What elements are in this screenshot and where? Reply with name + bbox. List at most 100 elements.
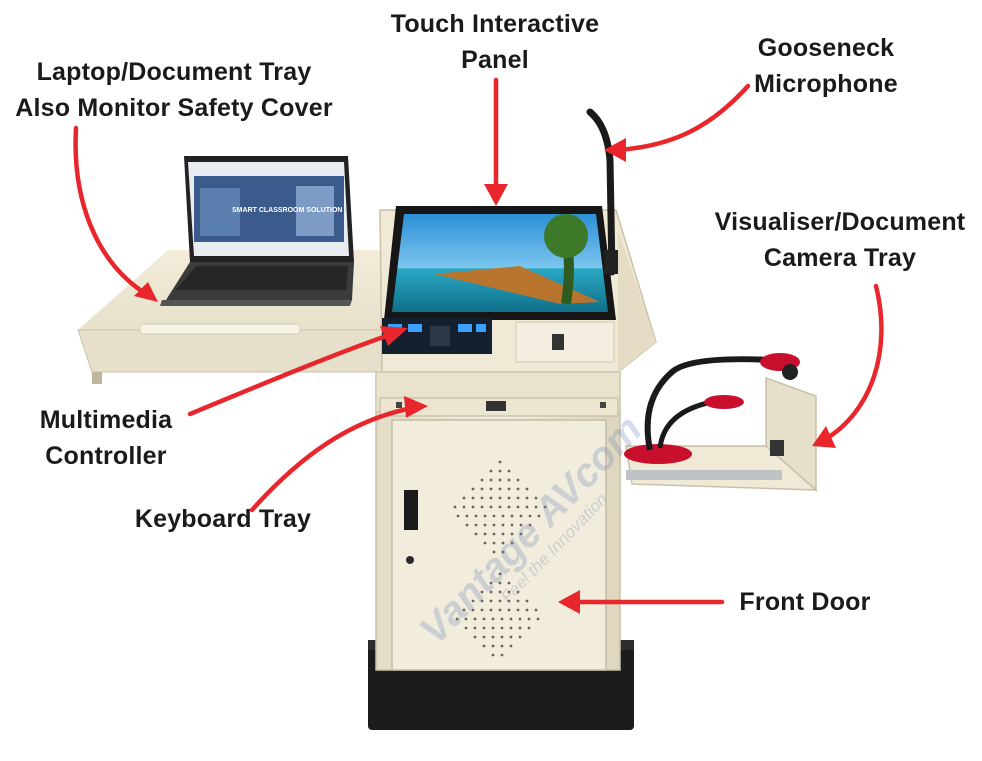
- vent-dot: [527, 626, 531, 630]
- callout-touch-panel: Touch Interactive Panel: [382, 6, 608, 78]
- multimedia-controller[interactable]: [382, 318, 492, 354]
- vent-dot: [456, 514, 460, 518]
- vent-dot: [518, 617, 522, 621]
- vent-dot: [471, 599, 475, 603]
- vent-dot: [489, 469, 493, 473]
- vent-dot: [519, 532, 523, 536]
- callout-front-door: Front Door: [730, 584, 880, 620]
- vent-dot: [498, 478, 502, 482]
- vent-dot: [462, 496, 466, 500]
- vent-dot: [528, 523, 532, 527]
- vent-dot: [498, 469, 502, 473]
- vent-dot: [483, 514, 487, 518]
- vent-dot: [516, 487, 520, 491]
- callout-keyboard-tray: Keyboard Tray: [128, 501, 318, 537]
- vent-dot: [498, 572, 502, 576]
- vent-dot: [489, 496, 493, 500]
- vent-dot: [465, 523, 469, 527]
- vent-dot: [489, 581, 493, 585]
- vent-dot: [534, 496, 538, 500]
- vent-dot: [498, 505, 502, 509]
- vent-dot: [519, 514, 523, 518]
- callout-laptop-tray-line-2: Also Monitor Safety Cover: [15, 94, 333, 122]
- vent-dot: [483, 532, 487, 536]
- laptop-screen-headline: SMART CLASSROOM SOLUTION: [232, 207, 342, 214]
- vent-dot: [489, 505, 493, 509]
- vent-dot: [516, 496, 520, 500]
- vent-dot: [518, 626, 522, 630]
- vent-dot: [525, 487, 529, 491]
- callout-gooseneck-line-1: Gooseneck: [757, 34, 895, 62]
- vent-dot: [525, 505, 529, 509]
- visualiser-tray[interactable]: [625, 376, 819, 492]
- vent-dot: [498, 581, 502, 585]
- vent-dot: [480, 487, 484, 491]
- keyboard-tray[interactable]: [379, 397, 619, 417]
- vent-dot: [462, 505, 466, 509]
- vent-dot: [465, 514, 469, 518]
- vent-dot: [491, 626, 495, 630]
- vent-dot: [482, 617, 486, 621]
- vent-dot: [480, 478, 484, 482]
- touch-panel[interactable]: [384, 206, 616, 320]
- vent-dot: [492, 532, 496, 536]
- vent-dot: [473, 617, 477, 621]
- vent-dot: [507, 581, 511, 585]
- door-vents: [453, 460, 547, 657]
- vent-dot: [507, 496, 511, 500]
- vent-dot: [474, 514, 478, 518]
- vent-dot: [480, 505, 484, 509]
- arrow-keyboard-tray: [249, 405, 415, 513]
- vent-dot: [498, 590, 502, 594]
- vent-dot: [507, 599, 511, 603]
- vent-dot: [482, 635, 486, 639]
- vent-dot: [509, 644, 513, 648]
- vent-dot: [480, 599, 484, 603]
- vent-dot: [498, 460, 502, 464]
- vent-dot: [473, 626, 477, 630]
- vent-dot: [482, 644, 486, 648]
- vent-dot: [498, 487, 502, 491]
- vent-dot: [491, 635, 495, 639]
- vent-dot: [501, 532, 505, 536]
- callout-visualiser-line-1: Visualiser/Document: [714, 208, 966, 236]
- vent-dot: [536, 617, 540, 621]
- vent-dot: [492, 514, 496, 518]
- vent-dot: [474, 532, 478, 536]
- vent-dot: [489, 608, 493, 612]
- vent-dot: [489, 590, 493, 594]
- callout-visualiser-line-2: Camera Tray: [763, 244, 917, 272]
- vent-dot: [500, 617, 504, 621]
- vent-dot: [507, 505, 511, 509]
- callout-multimedia-controller: Multimedia Controller: [24, 402, 188, 474]
- vent-dot: [480, 496, 484, 500]
- vent-dot: [516, 505, 520, 509]
- vent-dot: [509, 617, 513, 621]
- vent-dot: [474, 523, 478, 527]
- vent-dot: [516, 590, 520, 594]
- callout-arrows: [73, 77, 884, 614]
- vent-dot: [500, 644, 504, 648]
- vent-dot: [510, 514, 514, 518]
- vent-dot: [525, 496, 529, 500]
- document-holder: [515, 321, 615, 363]
- arrow-multimedia-controller: [187, 331, 395, 417]
- vent-dot: [527, 617, 531, 621]
- callout-keyboard-line-1: Keyboard Tray: [134, 505, 312, 533]
- gooseneck-microphone: [586, 108, 618, 276]
- vent-dot: [507, 608, 511, 612]
- vent-dot: [509, 626, 513, 630]
- vent-dot: [516, 608, 520, 612]
- vent-dot: [489, 599, 493, 603]
- callout-laptop-tray: Laptop/Document Tray Also Monitor Safety…: [4, 54, 344, 126]
- vent-dot: [492, 523, 496, 527]
- vent-dot: [480, 590, 484, 594]
- vent-dot: [519, 523, 523, 527]
- vent-dot: [501, 550, 505, 554]
- vent-dot: [507, 590, 511, 594]
- vent-dot: [507, 469, 511, 473]
- vent-dot: [516, 599, 520, 603]
- vent-dot: [525, 599, 529, 603]
- vent-dot: [528, 514, 532, 518]
- callout-touch-panel-line-2: Panel: [461, 46, 529, 74]
